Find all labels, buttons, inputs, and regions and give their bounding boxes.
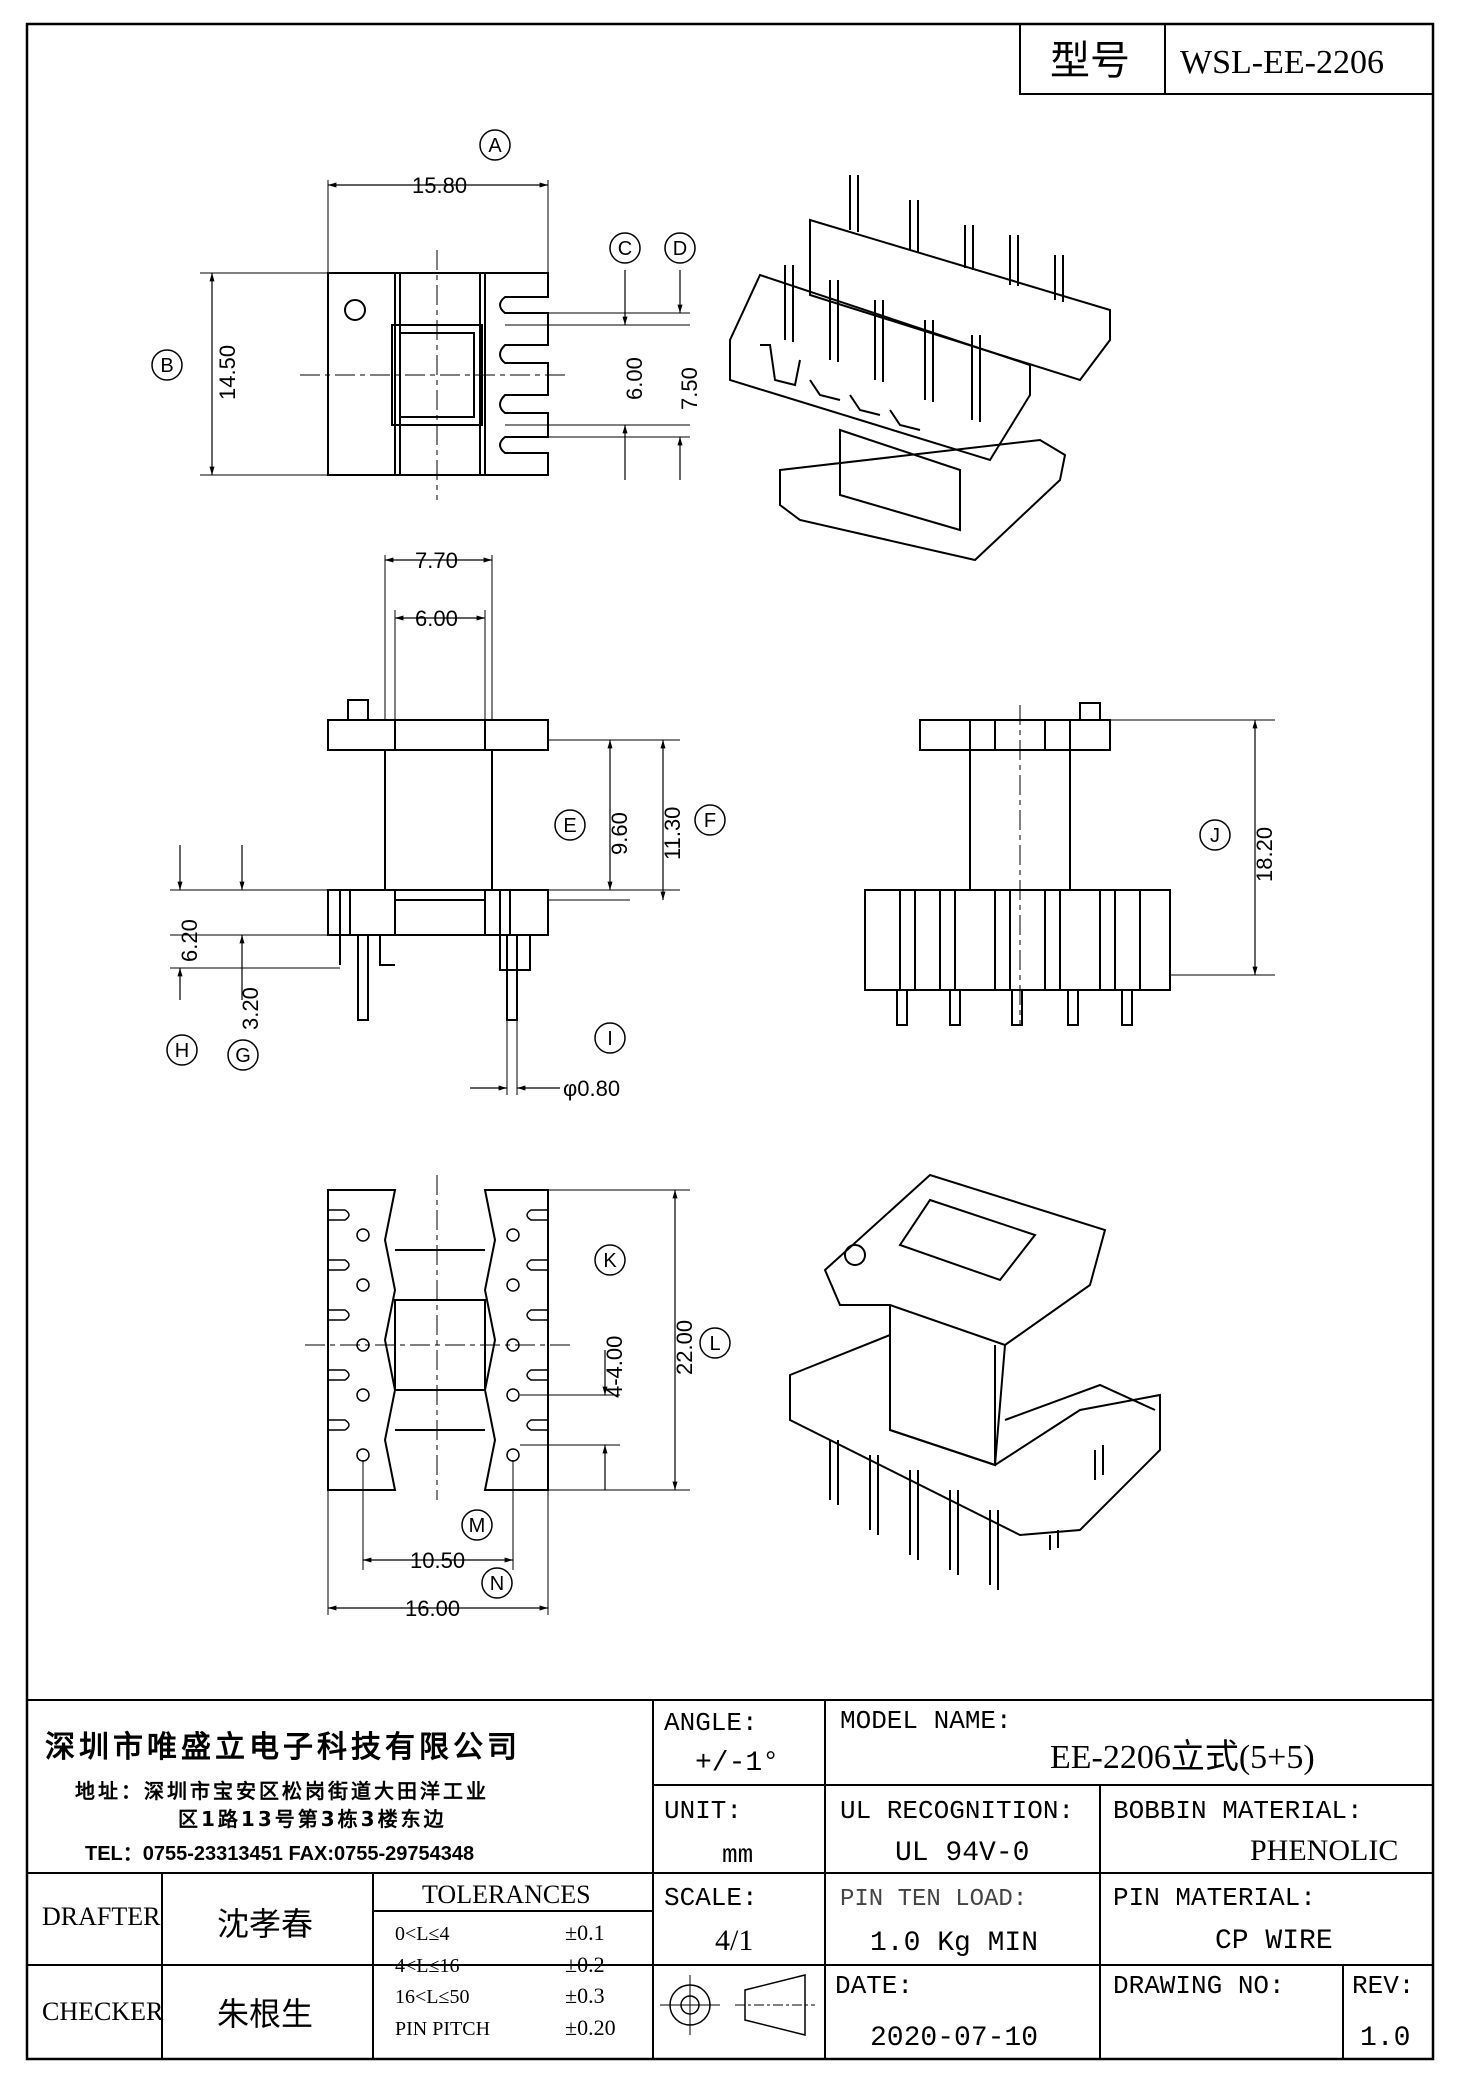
balloons	[151, 129, 1231, 1599]
title-block-grid	[27, 1699, 1433, 2059]
dim-a: 15.80	[412, 173, 467, 198]
balloon-k: K	[603, 1250, 617, 1272]
dimension-texts: 15.80 14.50 6.00 7.50 7.70 6.00 9.60 11.…	[177, 173, 1277, 1621]
bottom-view	[305, 1175, 690, 1615]
balloon-a: A	[488, 135, 502, 157]
checker-value: 朱根生	[217, 1995, 313, 2033]
dim-l: 22.00	[672, 1320, 697, 1375]
address-line1: 地址：深圳市宝安区松岗街道大田洋工业	[75, 1779, 489, 1803]
rev-value: 1.0	[1360, 2023, 1410, 2054]
tolerance-value: ±0.2	[565, 1952, 605, 1977]
company-name: 深圳市唯盛立电子科技有限公司	[45, 1730, 521, 1765]
tolerance-range: 4<L≤16	[395, 1955, 459, 1977]
tolerance-range: PIN PITCH	[395, 2018, 490, 2040]
tolerance-range: 16<L≤50	[395, 1986, 469, 2008]
unit-label: UNIT:	[664, 1796, 742, 1826]
model-value: WSL-EE-2206	[1180, 44, 1384, 81]
tolerance-value: ±0.3	[565, 1983, 605, 2008]
dim-j: 18.20	[1252, 827, 1277, 882]
ul-value: UL 94V-0	[895, 1838, 1029, 1869]
rev-label: REV:	[1352, 1971, 1414, 2001]
dim-d: 7.50	[677, 367, 702, 410]
angle-label: ANGLE:	[664, 1708, 758, 1738]
dim-b: 14.50	[215, 345, 240, 400]
bobbin-label: BOBBIN MATERIAL:	[1113, 1796, 1363, 1826]
balloon-b: B	[160, 355, 173, 377]
pin-load-value: 1.0 Kg MIN	[870, 1928, 1038, 1959]
dim-e: 9.60	[607, 812, 632, 855]
balloon-letters: A B C D E F H G I J K L M N	[160, 135, 1220, 1595]
balloon-e: E	[563, 815, 576, 837]
angle-value: +/-1°	[695, 1748, 779, 1779]
address-line2: 区1路13号第3栋3楼东边	[178, 1807, 447, 1831]
checker-label: CHECKER	[42, 1997, 164, 2026]
dim-i: φ0.80	[563, 1076, 620, 1101]
date-value: 2020-07-10	[870, 2023, 1038, 2054]
front-view	[170, 555, 680, 1095]
iso-view-top	[729, 175, 1111, 562]
dim-top-inner: 6.00	[415, 606, 458, 631]
pin-load-label: PIN TEN LOAD:	[840, 1886, 1027, 1913]
unit-value: mm	[722, 1840, 753, 1870]
drawing-no-label: DRAWING NO:	[1113, 1971, 1285, 2001]
dim-top-width: 7.70	[415, 548, 458, 573]
dim-m: 10.50	[410, 1548, 465, 1573]
pin-material-value: CP WIRE	[1215, 1926, 1333, 1957]
iso-view-bottom	[789, 1173, 1161, 1590]
date-label: DATE:	[835, 1971, 913, 2001]
tolerance-value: ±0.20	[565, 2015, 616, 2040]
balloon-h: H	[175, 1040, 189, 1062]
tolerances-label: TOLERANCES	[422, 1880, 591, 1909]
dim-g: 3.20	[238, 987, 263, 1030]
balloon-i: I	[607, 1028, 613, 1050]
model-name-value: EE-2206立式(5+5)	[1050, 1738, 1315, 1776]
balloon-g: G	[235, 1045, 251, 1067]
scale-value: 4/1	[715, 1924, 753, 1957]
side-view	[864, 702, 1275, 1026]
balloon-m: M	[469, 1515, 486, 1537]
top-view	[200, 180, 690, 500]
contact-info: TEL：0755-23313451 FAX:0755-29754348	[85, 1843, 474, 1865]
ul-label: UL RECOGNITION:	[840, 1796, 1074, 1826]
balloon-f: F	[704, 810, 716, 832]
projection-symbol	[660, 1974, 815, 2036]
title-block-text: 深圳市唯盛立电子科技有限公司 地址：深圳市宝安区松岗街道大田洋工业 区1路13号…	[42, 1706, 1414, 2054]
sheet-border	[25, 22, 1435, 2061]
scale-label: SCALE:	[664, 1883, 758, 1913]
balloon-j: J	[1210, 825, 1220, 847]
tolerance-value: ±0.1	[565, 1920, 605, 1945]
dim-f: 11.30	[660, 807, 685, 860]
model-label: 型号	[1050, 38, 1130, 84]
drafter-value: 沈孝春	[217, 1905, 313, 1943]
tolerance-range: 0<L≤4	[395, 1923, 449, 1945]
balloon-n: N	[490, 1573, 504, 1595]
drafter-label: DRAFTER	[42, 1902, 161, 1931]
model-name-label: MODEL NAME:	[840, 1706, 1012, 1736]
dim-c: 6.00	[622, 357, 647, 400]
pin-material-label: PIN MATERIAL:	[1113, 1883, 1316, 1913]
dim-n: 16.00	[405, 1596, 460, 1621]
model-box	[1019, 23, 1434, 95]
balloon-c: C	[618, 238, 632, 260]
balloon-d: D	[673, 238, 687, 260]
dim-h: 6.20	[177, 919, 202, 962]
dim-k: 4-4.00	[602, 1336, 627, 1398]
bobbin-value: PHENOLIC	[1250, 1834, 1398, 1867]
balloon-l: L	[709, 1333, 720, 1355]
